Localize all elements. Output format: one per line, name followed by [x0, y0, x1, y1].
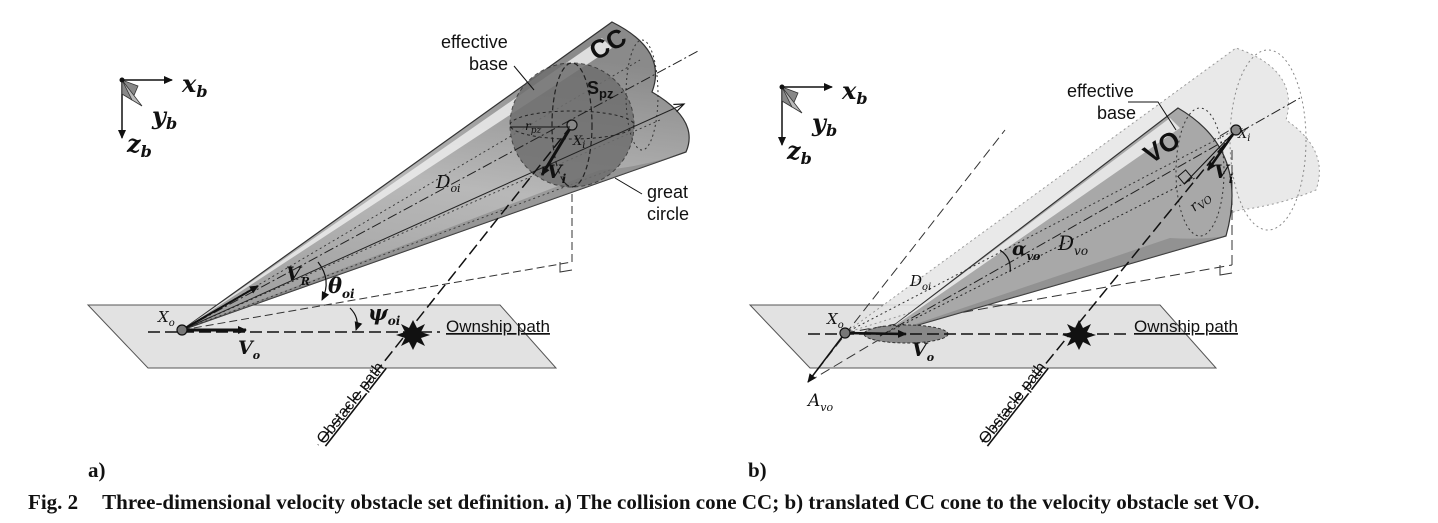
axis-y-label-b: yb	[811, 108, 837, 140]
caption-text: Three-dimensional velocity obstacle set …	[102, 490, 1260, 514]
axis-y-label: yb	[151, 101, 177, 133]
panel-b-sublabel: b)	[748, 458, 767, 482]
effective-base-label-line2: base	[469, 54, 508, 74]
spz-label: Spz	[587, 78, 614, 101]
panel-b: xb yb zb	[748, 47, 1320, 447]
dvo-label: Dvo	[1057, 231, 1088, 258]
ownship-path-label-a: Ownship path	[446, 317, 550, 336]
velocity-obstacle-cone	[879, 107, 1233, 337]
panel-a-sublabel: a)	[88, 458, 106, 482]
xo-label-b: Xo	[826, 310, 844, 331]
figure-caption: Fig. 2 Three-dimensional velocity obstacl…	[28, 490, 1428, 515]
vo-label-a: Vo	[238, 337, 260, 362]
obstacle-position-a	[566, 119, 578, 131]
theta-label: θoi	[328, 273, 355, 301]
doi-label-a: Doi	[435, 172, 461, 195]
vr-label: VR	[286, 263, 310, 288]
los-line-a	[181, 49, 701, 331]
ground-plane-b	[748, 304, 1218, 369]
collision-point-b	[1062, 320, 1096, 350]
vr-direction-line	[181, 104, 684, 331]
vi-vector-a	[540, 124, 574, 176]
effective-base-b-line2: base	[1097, 103, 1136, 123]
panel-a: xb yb zb	[86, 21, 701, 447]
axis-x-label: xb	[181, 69, 208, 101]
alpha-label: αvo	[1012, 238, 1040, 263]
xo-label-a: Xo	[157, 308, 175, 329]
effective-base-label-line1: effective	[441, 32, 508, 52]
collision-point-a	[396, 320, 430, 350]
vi-label-b: Vi	[1214, 161, 1234, 186]
axes-triad-b: xb yb zb	[778, 76, 868, 168]
axis-x-label-b: xb	[841, 76, 868, 108]
avo-label: Avo	[806, 391, 833, 414]
axes-triad-a: xb yb zb	[118, 69, 208, 161]
axis-z-label: zb	[126, 129, 152, 161]
vi-vector-b	[1206, 129, 1238, 171]
obstacle-path-label-b: Obstacle path	[976, 359, 1050, 447]
great-circle-label-line2: circle	[647, 204, 689, 224]
figure-number: Fig. 2	[28, 490, 79, 514]
vr-vector-a	[181, 285, 259, 331]
vo-vector-b	[844, 329, 907, 338]
ownship-position-b	[839, 327, 851, 339]
rpz-label: rpz	[525, 119, 542, 136]
ownship-path-label-b: Ownship path	[1134, 317, 1238, 336]
great-circle-label-line1: great	[647, 182, 688, 202]
axis-z-label-b: zb	[786, 136, 812, 168]
obstacle-position-b	[1230, 124, 1242, 136]
obstacle-path-label-a: Obstacle path	[314, 359, 388, 447]
doi-label-b: Doi	[909, 272, 931, 293]
xi-label-a: Xi	[572, 134, 585, 151]
vo-label-b: Vo	[912, 339, 934, 364]
psi-label: ψoi	[368, 300, 401, 328]
xi-label-b: Xi	[1237, 127, 1250, 144]
avo-vector	[807, 332, 846, 383]
vi-label-a: Vi	[547, 161, 567, 186]
ownship-position-a	[176, 324, 188, 336]
obstacle-path-line-a	[317, 124, 573, 446]
effective-base-b-line1: effective	[1067, 81, 1134, 101]
